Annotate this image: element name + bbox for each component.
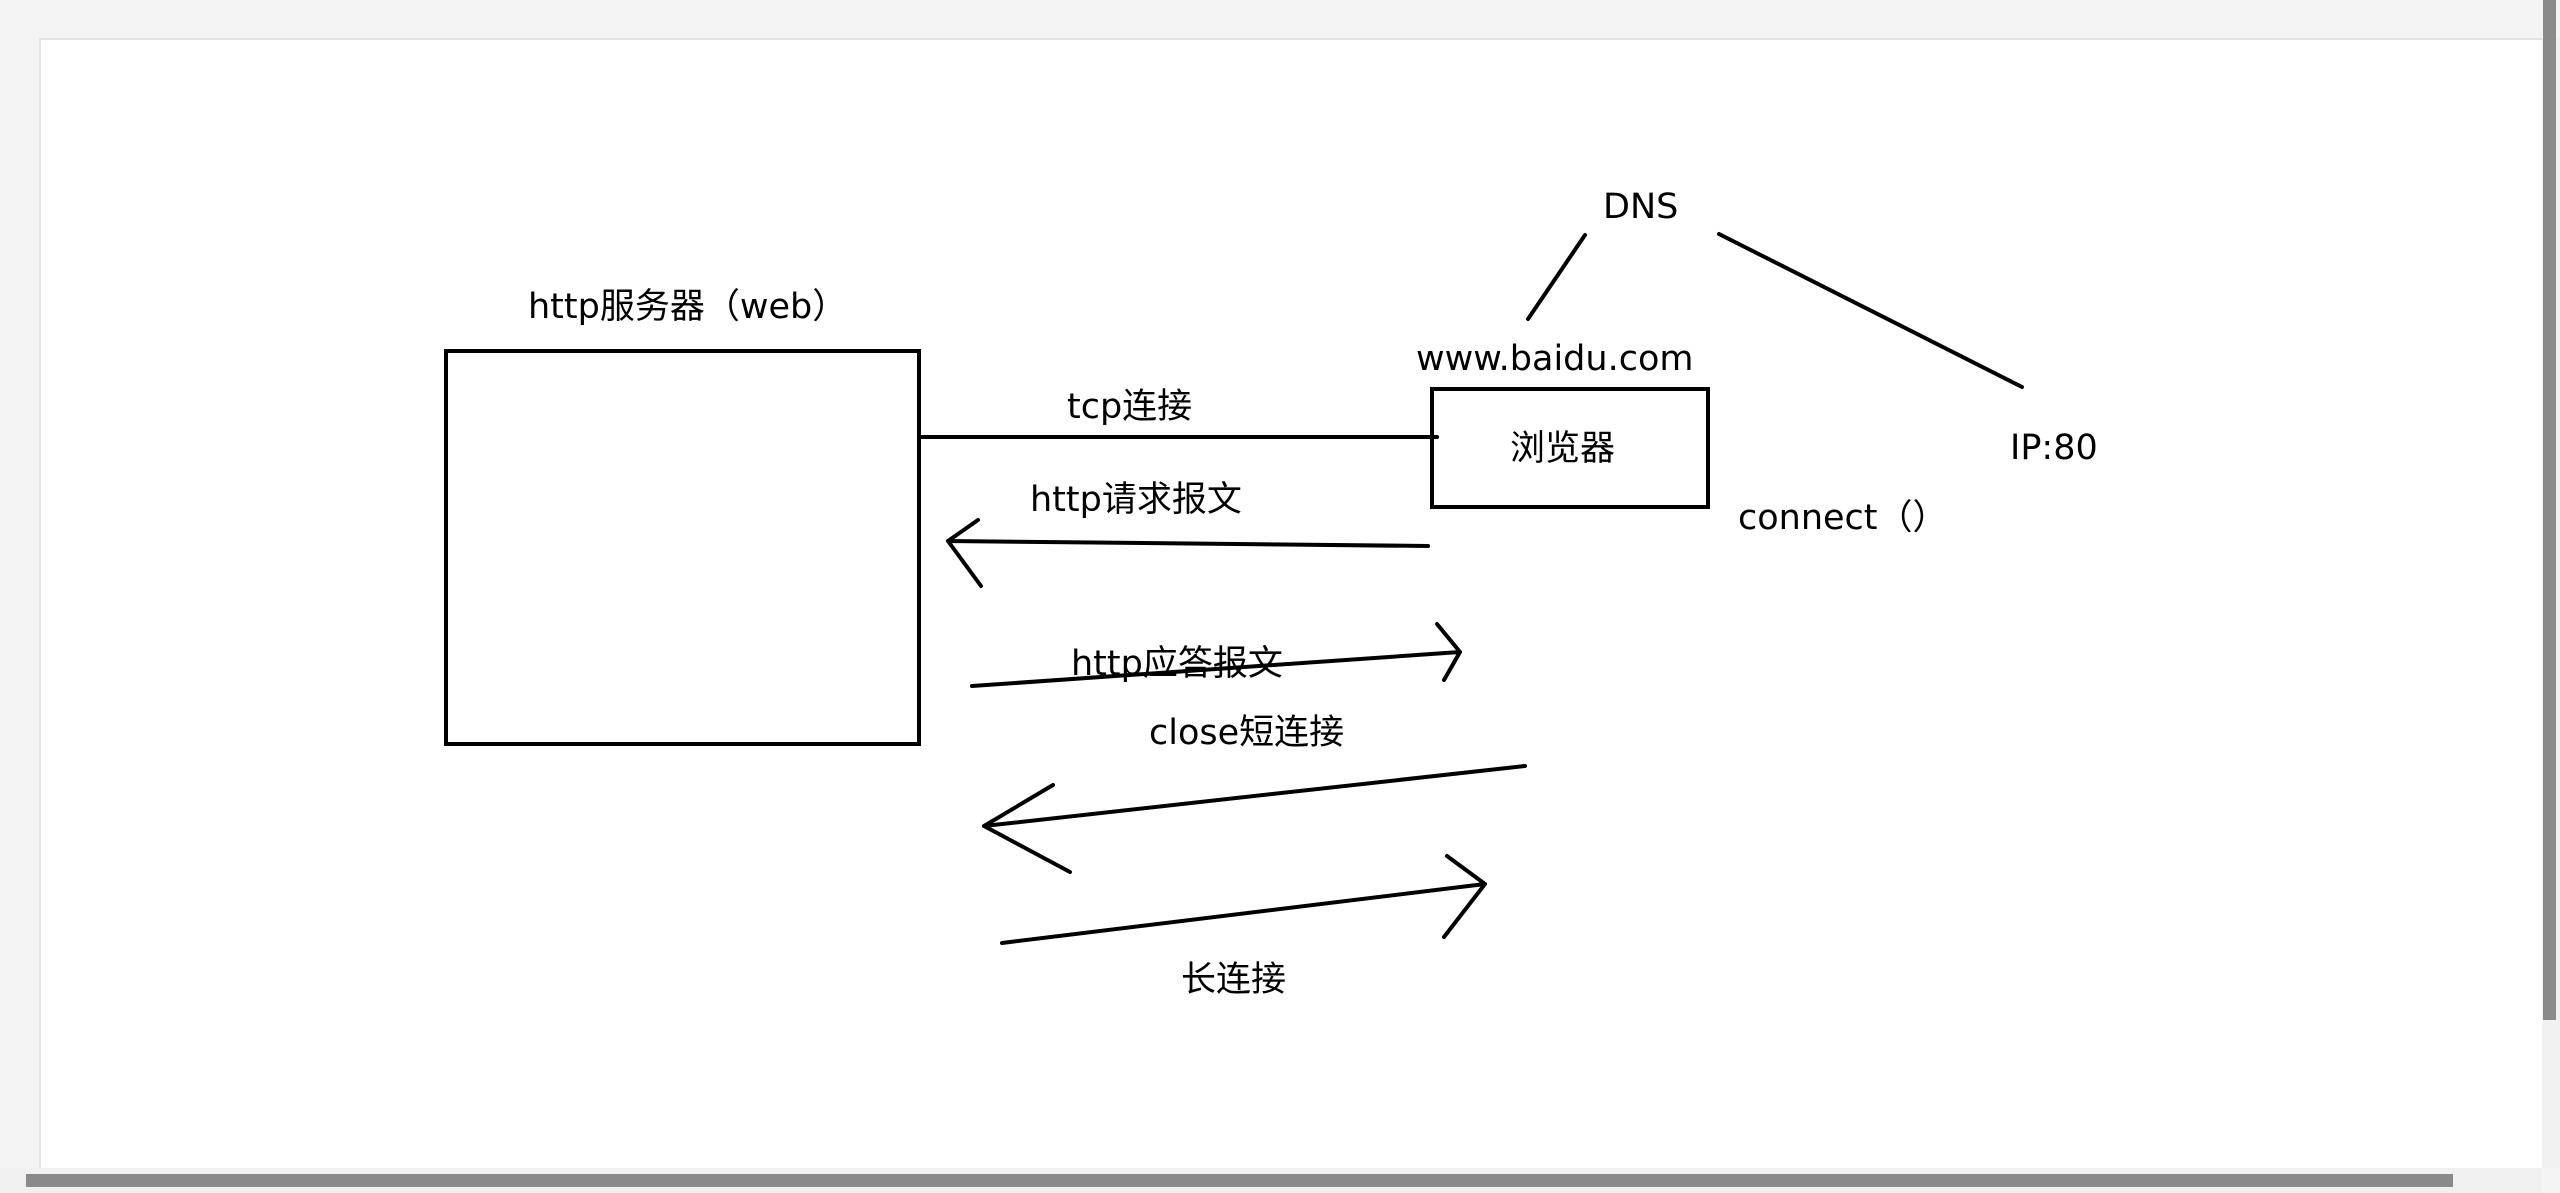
browser-box [1430,387,1710,509]
keepalive-arrow [1000,854,1487,945]
connect-label: connect（） [1738,498,1948,538]
url-label: www.baidu.com [1416,339,1693,379]
response-arrow [970,622,1462,688]
close-label: close短连接 [1149,713,1344,753]
horizontal-scrollbar-thumb[interactable] [26,1174,2453,1187]
dns-right-line [1717,232,2024,389]
response-label: http应答报文 [1071,644,1283,684]
server-box [444,349,921,746]
dns-label: DNS [1603,187,1678,227]
dns-left-line [1526,233,1587,321]
keepalive-label: 长连接 [1181,960,1286,1000]
drawing-canvas[interactable] [39,38,2542,1168]
ip-label: IP:80 [2010,428,2098,468]
tcp-label: tcp连接 [1067,387,1192,427]
close-arrow [982,764,1527,874]
request-arrow [946,518,1430,588]
server-label: http服务器（web） [528,287,847,327]
vertical-scrollbar-thumb[interactable] [2543,0,2556,1020]
browser-label: 浏览器 [1510,429,1615,469]
request-label: http请求报文 [1030,480,1242,520]
